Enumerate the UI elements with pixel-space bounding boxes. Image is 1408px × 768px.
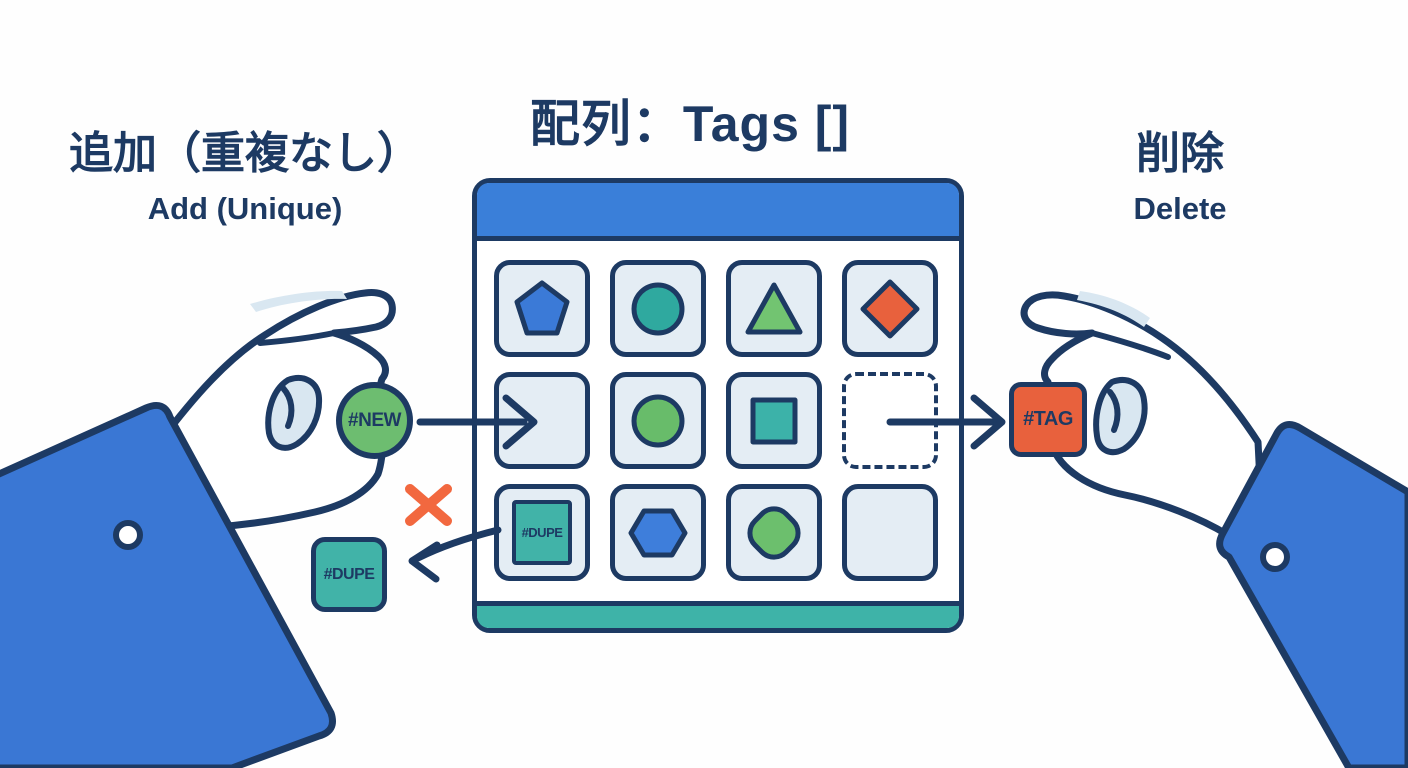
grid-cell-9: #DUPE [494,484,590,581]
grid-cell-6 [610,372,706,469]
square-shape [750,397,798,444]
rejected-duplicate-tag: #DUPE [311,537,387,612]
left-finger-highlight [250,290,347,312]
grid-cell-11 [726,484,822,581]
triangle-shape [745,282,803,334]
right-hand [1020,291,1408,768]
grid-cell-12 [842,484,938,581]
grid-cell-10 [610,484,706,581]
hexagon-shape [628,508,688,557]
right-finger-highlight [1077,291,1150,327]
duplicate-tag-in-grid: #DUPE [512,500,572,565]
pentagon-shape [514,280,570,335]
left-finger-crease [257,330,337,346]
right-folded-knuckle [1093,377,1148,456]
grid-cell-8-empty-slot [842,372,938,469]
right-knuckle-notch [1107,389,1121,433]
grid-cell-5 [494,372,590,469]
tags-array-window: #DUPE [472,178,964,633]
grid-cell-3 [726,260,822,357]
window-footer [477,601,959,628]
grid-cell-7 [726,372,822,469]
circle-shape [631,282,685,335]
left-sleeve [0,402,336,768]
right-sleeve [1216,420,1408,768]
tags-grid: #DUPE [477,241,959,601]
grid-cell-2 [610,260,706,357]
add-caption-en: Add (Unique) [147,191,343,226]
left-folded-knuckle [265,375,323,451]
circle-shape [631,394,685,447]
left-knuckle-notch [280,385,295,429]
left-cuff-button [113,520,143,550]
delete-caption-ja: 削除 [1136,129,1224,178]
add-caption-ja: 追加（重複なし） [69,129,421,178]
new-tag: #NEW [336,382,413,459]
deleted-tag: #TAG [1009,382,1087,457]
diamond-shape [860,279,920,338]
grid-cell-1 [494,260,590,357]
blob-shape [747,505,801,560]
right-cuff-button [1260,542,1290,572]
grid-cell-4 [842,260,938,357]
add-caption: 追加（重複なし） Add (Unique) [25,126,465,227]
delete-caption: 削除 Delete [1020,126,1340,227]
page-title: 配列：Tags [] [529,96,851,152]
window-titlebar [477,183,959,241]
reject-x-icon [405,484,452,526]
right-finger-crease [1089,330,1171,360]
left-hand [0,289,396,768]
delete-caption-en: Delete [1133,191,1227,226]
